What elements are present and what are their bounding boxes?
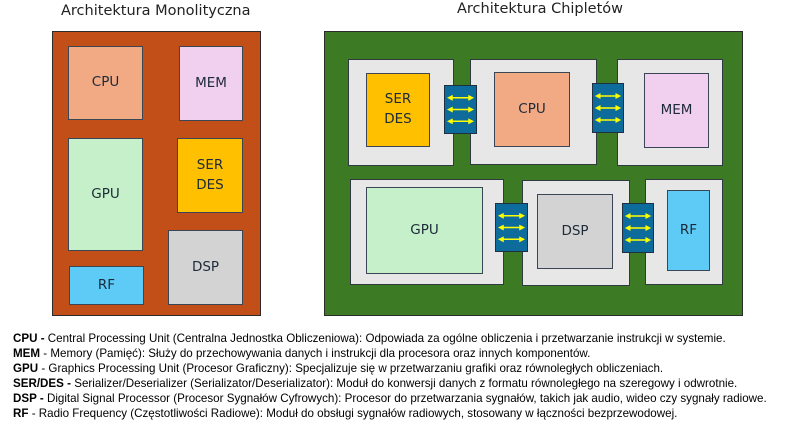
chiplet-gpu-label: GPU <box>410 221 439 238</box>
double-arrow-icon <box>624 225 652 231</box>
chiplet-rf-block: RF <box>667 190 710 271</box>
double-arrow-icon <box>446 106 475 113</box>
chiplet-mem-label: MEM <box>660 101 693 118</box>
mono-rf-block: RF <box>69 266 144 305</box>
mono-rf-label: RF <box>97 276 116 293</box>
mono-gpu-block: GPU <box>68 138 143 251</box>
mono-dsp-block: DSP <box>168 230 243 305</box>
legend-term: GPU <box>13 362 39 376</box>
legend-item-mem: MEM - Memory (Pamięć): Służy do przechow… <box>13 346 767 361</box>
interconnect-serdes-cpu <box>444 85 477 134</box>
chiplet-title: Architektura Chipletów <box>457 1 623 17</box>
mono-cpu-block: CPU <box>68 46 143 120</box>
legend-desc: - Memory (Pamięć): Służy do przechowywan… <box>40 347 591 361</box>
interconnect-dsp-rf <box>622 203 654 253</box>
double-arrow-icon <box>624 237 652 243</box>
double-arrow-icon <box>624 213 652 219</box>
legend-item-cpu: CPU - Central Processing Unit (Centralna… <box>13 331 767 346</box>
legend-desc: Digital Signal Processor (Procesor Sygna… <box>43 392 767 406</box>
legend: CPU - Central Processing Unit (Centralna… <box>13 331 767 422</box>
chiplet-serdes-block: SER DES <box>366 73 430 147</box>
double-arrow-icon <box>594 105 622 111</box>
legend-item-rf: RF - Radio Frequency (Częstotliwości Rad… <box>13 406 767 421</box>
chiplet-serdes-label-1: SER <box>384 91 412 108</box>
legend-item-gpu: GPU - Graphics Processing Unit (Procesor… <box>13 361 767 376</box>
legend-term: RF <box>13 407 29 421</box>
legend-item-serdes: SER/DES - Serializer/Deserializer (Seria… <box>13 376 767 391</box>
legend-desc: Serializer/Deserializer (Serializator/De… <box>70 377 738 391</box>
chiplet-mem-block: MEM <box>644 73 709 148</box>
double-arrow-icon <box>497 236 526 243</box>
chiplet-gpu-block: GPU <box>366 187 483 274</box>
interconnect-arrows <box>624 213 652 243</box>
interconnect-gpu-dsp <box>495 203 528 252</box>
interconnect-arrows <box>497 212 526 243</box>
chiplet-rf-label: RF <box>679 221 698 238</box>
double-arrow-icon <box>497 224 526 231</box>
mono-mem-block: MEM <box>179 46 243 121</box>
double-arrow-icon <box>594 93 622 99</box>
legend-term: CPU - <box>13 332 45 345</box>
mono-serdes-block: SER DES <box>177 138 243 213</box>
chiplet-cpu-label: CPU <box>518 100 546 117</box>
double-arrow-icon <box>594 117 622 123</box>
double-arrow-icon <box>446 118 475 125</box>
mono-serdes-label-2: DES <box>196 176 224 193</box>
interconnect-arrows <box>446 94 475 125</box>
mono-serdes-label-1: SER <box>196 156 224 173</box>
legend-item-dsp: DSP - Digital Signal Processor (Procesor… <box>13 391 767 406</box>
mono-cpu-label: CPU <box>91 74 120 91</box>
interconnect-arrows <box>594 93 622 123</box>
legend-term: MEM <box>13 347 41 361</box>
monolithic-title: Architektura Monolityczna <box>61 3 251 19</box>
double-arrow-icon <box>497 212 526 219</box>
mono-mem-label: MEM <box>195 74 227 91</box>
legend-term: SER/DES - <box>13 377 71 391</box>
legend-desc: Central Processing Unit (Centralna Jedno… <box>44 332 726 345</box>
legend-term: DSP - <box>13 392 44 406</box>
mono-gpu-label: GPU <box>91 185 120 202</box>
interconnect-cpu-mem <box>592 83 624 133</box>
double-arrow-icon <box>446 94 475 101</box>
mono-dsp-label: DSP <box>191 258 220 275</box>
legend-desc: - Radio Frequency (Częstotliwości Radiow… <box>28 407 678 421</box>
chiplet-dsp-block: DSP <box>537 194 613 269</box>
chiplet-cpu-block: CPU <box>494 72 570 147</box>
chiplet-dsp-label: DSP <box>561 222 589 239</box>
legend-desc: - Graphics Processing Unit (Procesor Gra… <box>38 362 664 376</box>
chiplet-serdes-label-2: DES <box>384 111 412 127</box>
